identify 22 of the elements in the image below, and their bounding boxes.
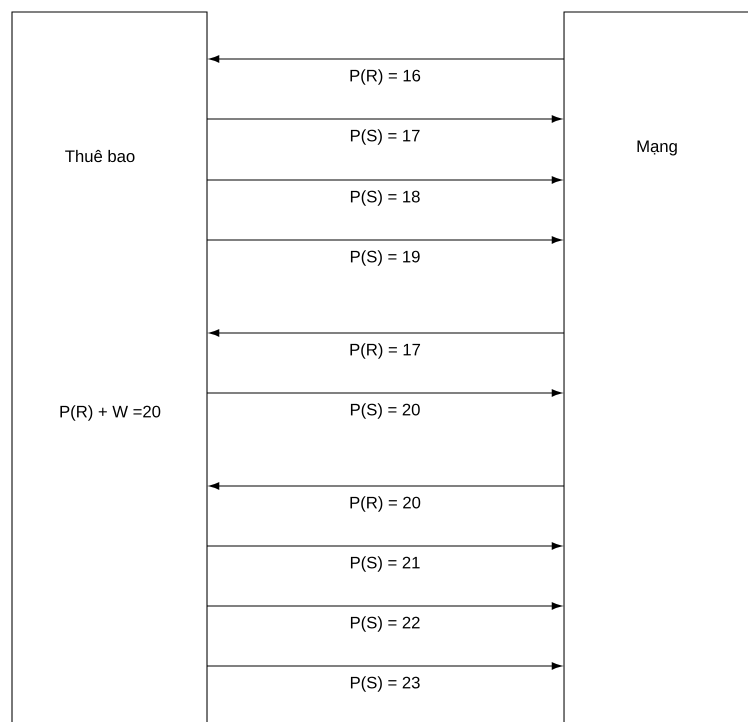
arrow [207,542,562,550]
edge-label: P(R) = 16 [348,68,422,86]
edge-label: P(S) = 22 [348,614,422,634]
edge-label: P(S) = 20 [348,402,422,420]
participant-box: Mạng [563,11,748,722]
edge-label: P(S) = 21 [348,554,422,574]
edge-label: P(S) = 19 [348,248,422,268]
arrow [207,662,562,670]
arrow [209,55,564,63]
edge-label: P(R) = 20 [348,494,422,514]
arrow [207,176,562,184]
edge-label: P(S) = 23 [348,674,422,694]
edge-label: P(S) = 18 [348,188,422,208]
participant-box: Thuê bao P(R) + W =20 [11,11,208,722]
arrow [209,329,564,337]
arrow [207,389,562,397]
arrow [207,236,562,244]
edge-label: P(R) = 17 [348,342,422,360]
arrow [207,602,562,610]
arrow [207,115,562,123]
arrow [209,482,564,490]
edge-label: P(S) = 17 [348,128,422,146]
